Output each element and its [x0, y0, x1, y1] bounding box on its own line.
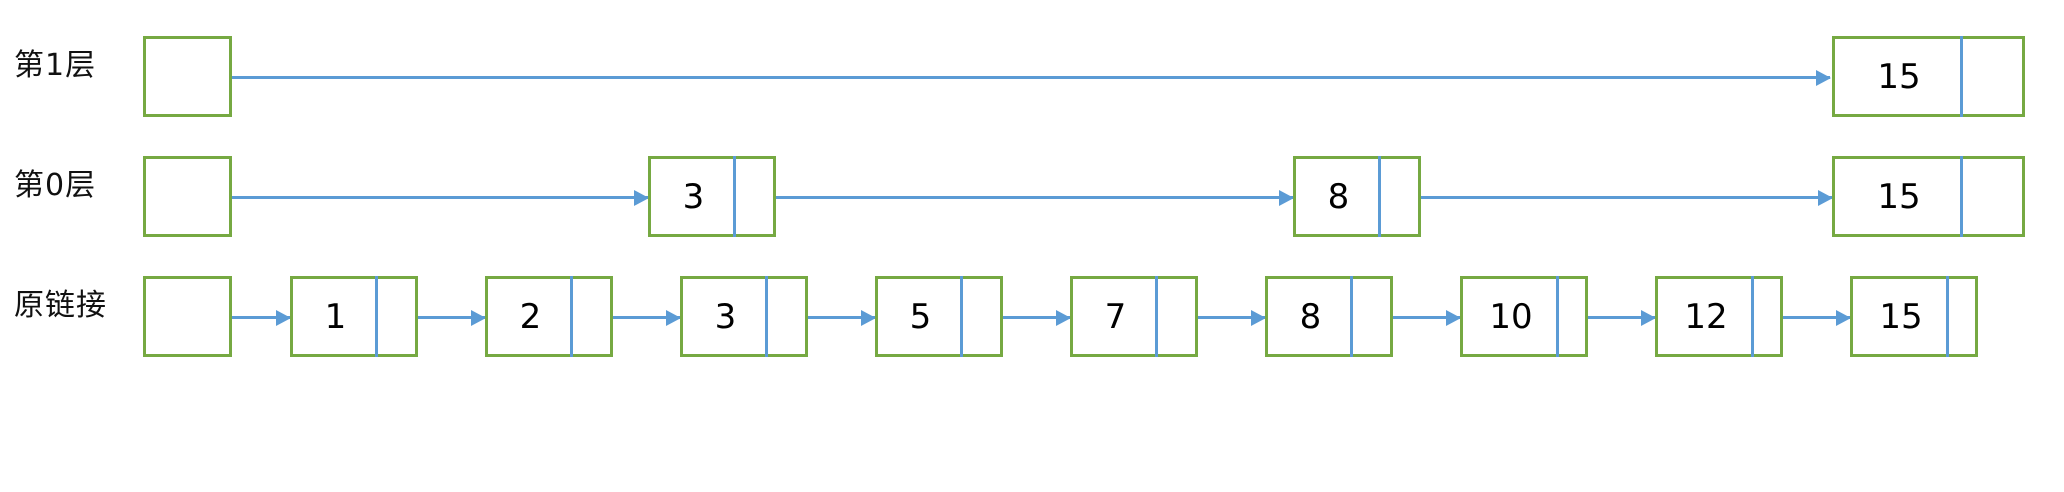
node-value: 2: [519, 296, 542, 337]
node-cell-divider: [1556, 276, 1559, 357]
arrow-head-icon: [471, 309, 486, 326]
node-pointer-cell: [1152, 279, 1195, 354]
node-cell-divider: [570, 276, 573, 357]
node-value: 3: [682, 176, 705, 217]
node-value: 15: [1877, 56, 1921, 97]
list-node: 3: [648, 156, 776, 237]
node-cell-divider: [1155, 276, 1158, 357]
node-value: 10: [1489, 296, 1533, 337]
pointer-arrow: [190, 189, 649, 206]
list-node: 8: [1293, 156, 1421, 237]
node-value: 12: [1684, 296, 1728, 337]
node-pointer-cell: [1957, 39, 2022, 114]
arrow-head-icon: [1818, 189, 1833, 206]
arrow-head-icon: [861, 309, 876, 326]
pointer-arrow: [1375, 309, 1461, 326]
node-value: 3: [714, 296, 737, 337]
pointer-arrow: [733, 189, 1294, 206]
pointer-arrow: [1378, 189, 1833, 206]
node-pointer-cell: [1375, 159, 1418, 234]
list-node: 1: [290, 276, 418, 357]
node-cell-divider: [1378, 156, 1381, 237]
node-value: 5: [909, 296, 932, 337]
node-pointer-cell: [372, 279, 415, 354]
head-node-level-0: [143, 156, 232, 237]
pointer-arrow: [400, 309, 486, 326]
node-value: 1: [324, 296, 347, 337]
node-cell-divider: [1960, 156, 1963, 237]
pointer-arrow: [595, 309, 681, 326]
node-cell-divider: [1350, 276, 1353, 357]
list-node: 5: [875, 276, 1003, 357]
arrow-head-icon: [666, 309, 681, 326]
arrow-head-icon: [1251, 309, 1266, 326]
node-cell-divider: [1751, 276, 1754, 357]
node-pointer-cell: [957, 279, 1000, 354]
pointer-arrow: [1180, 309, 1266, 326]
list-node: 3: [680, 276, 808, 357]
node-pointer-cell: [1748, 279, 1780, 354]
node-pointer-cell: [1943, 279, 1975, 354]
pointer-arrow: [985, 309, 1071, 326]
node-value: 7: [1104, 296, 1127, 337]
head-node-original-list: [143, 276, 232, 357]
head-node-level-1: [143, 36, 232, 117]
node-pointer-cell: [1347, 279, 1390, 354]
arrow-head-icon: [1816, 69, 1831, 86]
node-cell-divider: [375, 276, 378, 357]
node-pointer-cell: [567, 279, 610, 354]
list-node: 10: [1460, 276, 1588, 357]
list-node: 15: [1832, 156, 2025, 237]
list-node: 2: [485, 276, 613, 357]
list-node: 15: [1850, 276, 1978, 357]
list-node: 8: [1265, 276, 1393, 357]
node-pointer-cell: [1957, 159, 2022, 234]
node-cell-divider: [765, 276, 768, 357]
pointer-arrow: [790, 309, 876, 326]
row-label-level-0: 第0层: [14, 168, 97, 203]
arrow-head-icon: [1279, 189, 1294, 206]
node-cell-divider: [1960, 36, 1963, 117]
node-value: 15: [1877, 176, 1921, 217]
pointer-arrow: [190, 69, 1831, 86]
node-pointer-cell: [730, 159, 773, 234]
node-value: 15: [1879, 296, 1923, 337]
pointer-arrow: [1570, 309, 1656, 326]
row-label-original-list: 原链接: [14, 288, 107, 323]
node-value: 8: [1327, 176, 1350, 217]
arrow-head-icon: [1836, 309, 1851, 326]
arrow-head-icon: [1446, 309, 1461, 326]
arrow-head-icon: [634, 189, 649, 206]
node-cell-divider: [1946, 276, 1949, 357]
list-node: 12: [1655, 276, 1783, 357]
node-cell-divider: [960, 276, 963, 357]
arrow-head-icon: [1056, 309, 1071, 326]
node-pointer-cell: [1553, 279, 1585, 354]
node-pointer-cell: [762, 279, 805, 354]
row-label-level-1: 第1层: [14, 48, 97, 83]
node-value: 8: [1299, 296, 1322, 337]
list-node: 15: [1832, 36, 2025, 117]
pointer-arrow: [1765, 309, 1851, 326]
list-node: 7: [1070, 276, 1198, 357]
arrow-head-icon: [1641, 309, 1656, 326]
pointer-arrow: [185, 309, 291, 326]
arrow-head-icon: [276, 309, 291, 326]
node-cell-divider: [733, 156, 736, 237]
